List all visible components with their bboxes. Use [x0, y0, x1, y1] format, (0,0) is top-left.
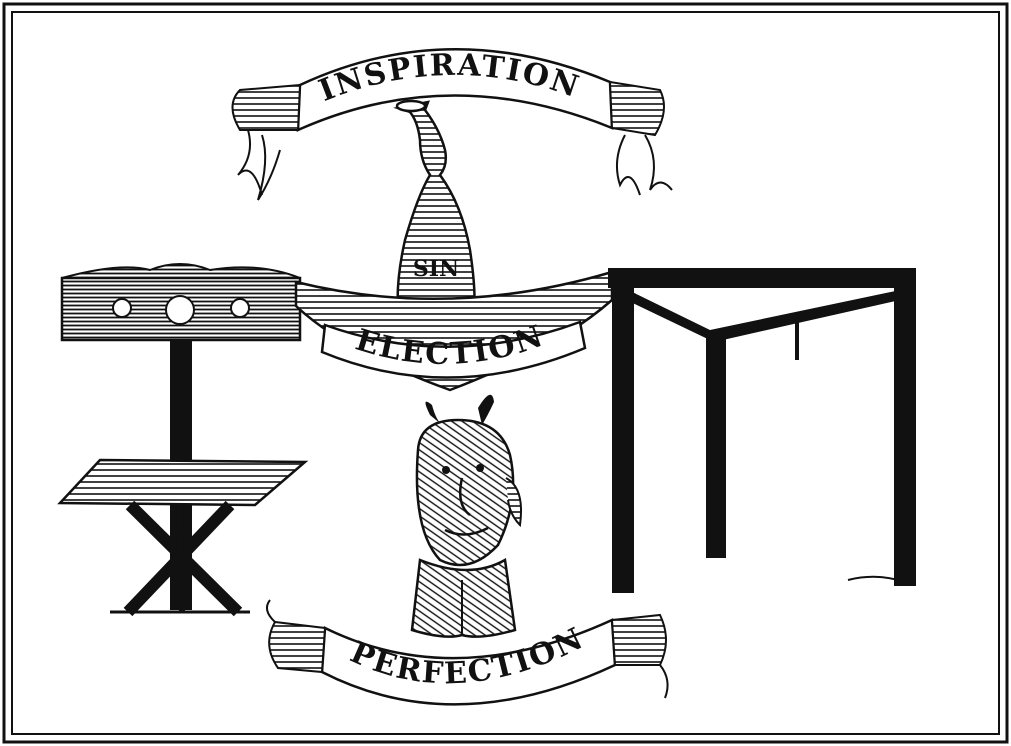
banner-inspiration: INSPIRATION [231, 48, 673, 201]
whipping-table-icon [57, 458, 309, 617]
gallows-icon [608, 268, 916, 593]
banner-election: ELECTION [294, 270, 614, 392]
devil-head-icon [410, 394, 522, 638]
bell-label: SIN [413, 256, 459, 282]
